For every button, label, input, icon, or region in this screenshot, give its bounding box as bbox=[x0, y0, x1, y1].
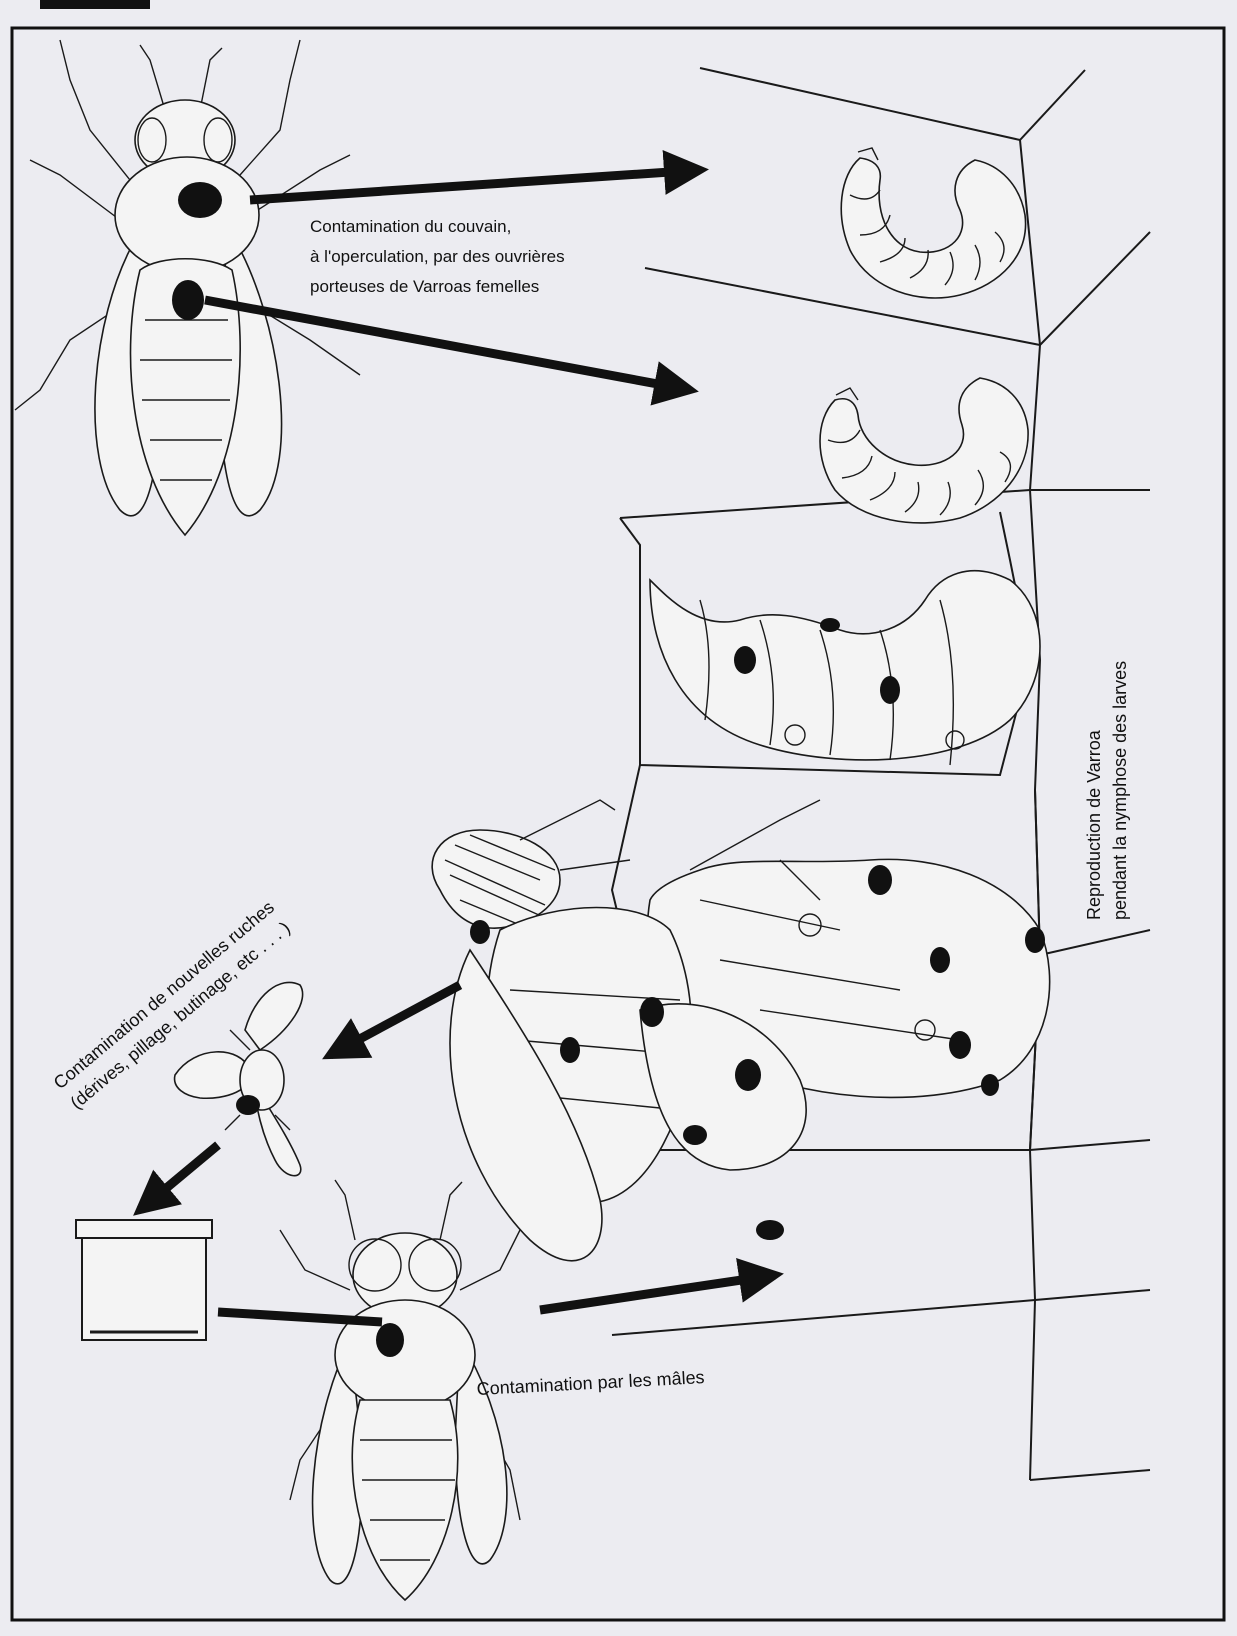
label-capping-line1: Contamination du couvain, bbox=[310, 217, 511, 236]
label-reproduction-line1: Reproduction de Varroa bbox=[1084, 729, 1104, 920]
cell-mite bbox=[756, 1220, 784, 1240]
label-capping-line2: à l'operculation, par des ouvrières bbox=[310, 247, 565, 266]
label-reproduction-line2: pendant la nymphose des larves bbox=[1110, 661, 1130, 920]
hive-box bbox=[76, 1220, 212, 1340]
label-capping-line3: porteuses de Varroas femelles bbox=[310, 277, 539, 296]
